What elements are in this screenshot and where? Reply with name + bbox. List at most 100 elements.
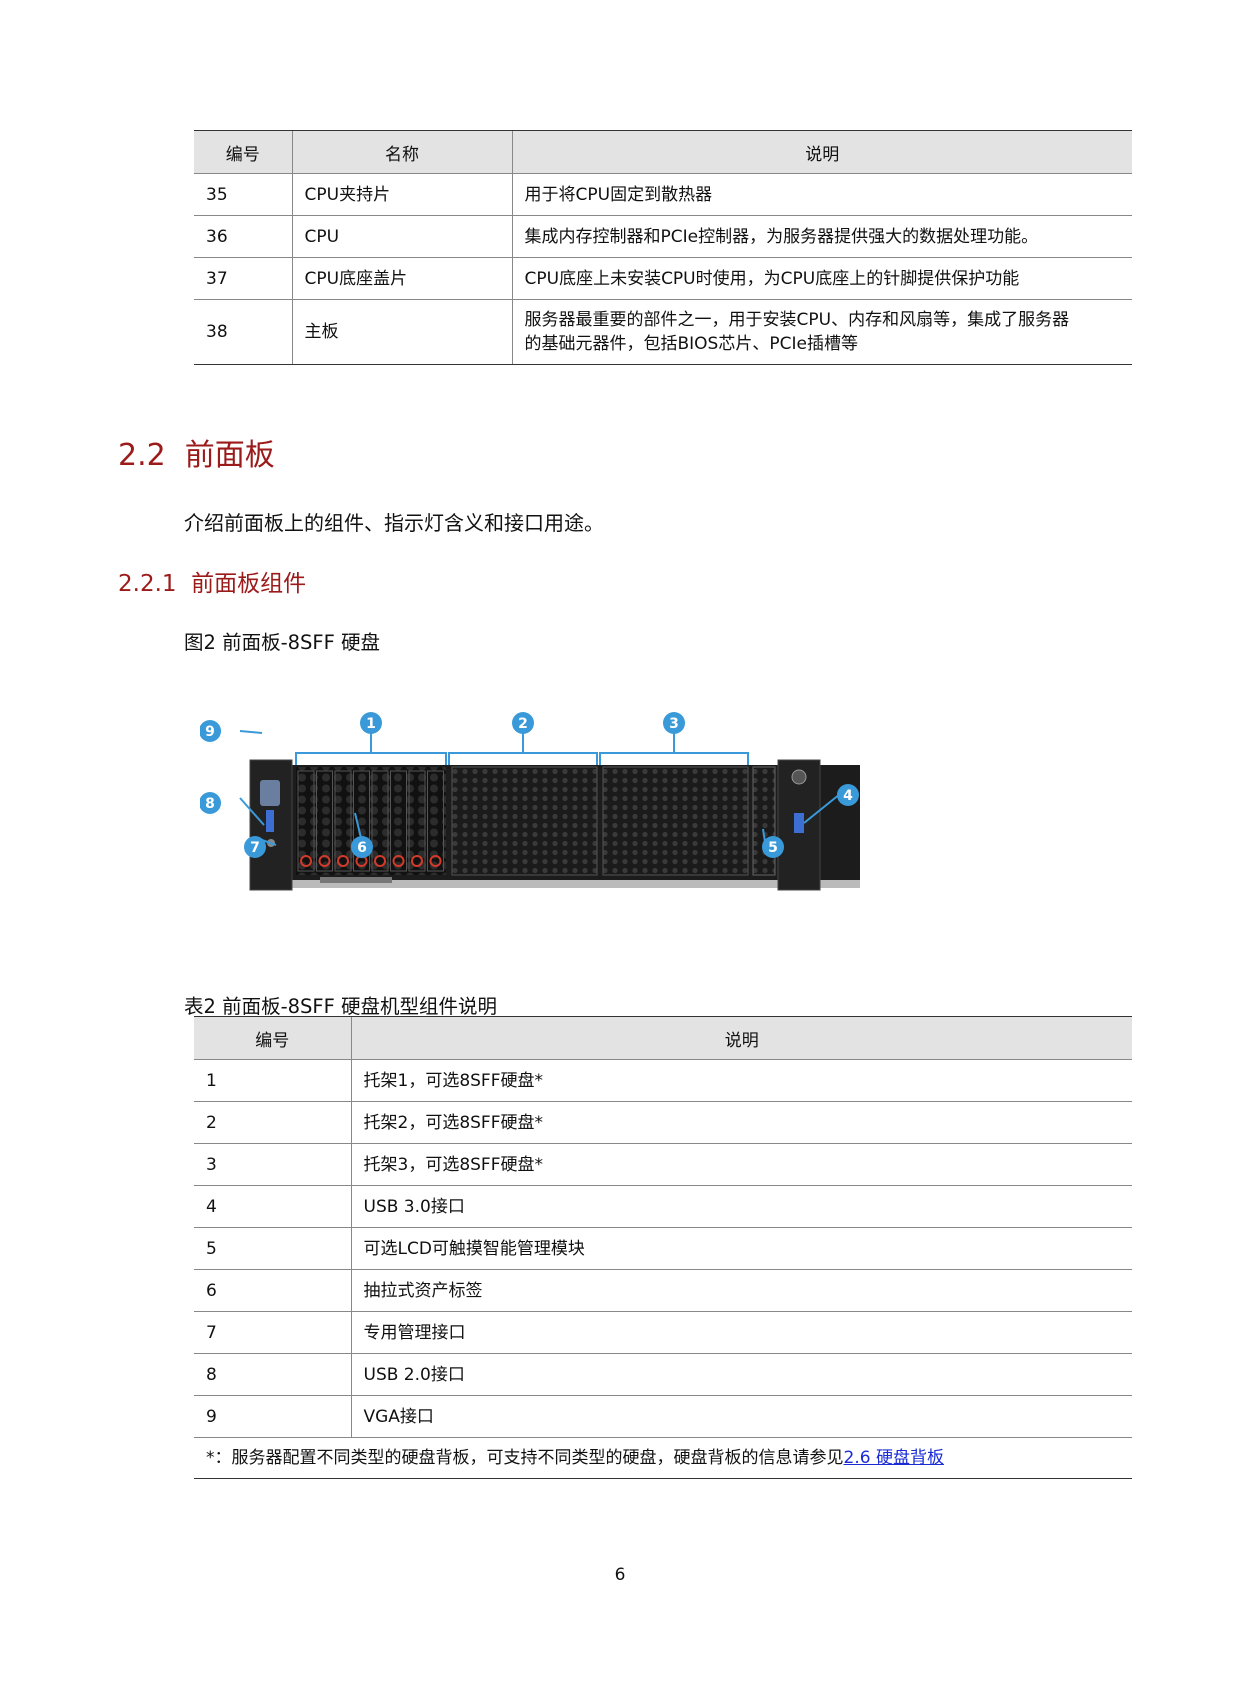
section-title: 前面板 (184, 438, 275, 473)
cell-number: 9 (194, 1395, 351, 1438)
cell-number: 1 (194, 1059, 351, 1102)
cell-name: 主板 (291, 299, 512, 365)
cell-number: 38 (194, 299, 292, 365)
callout-3: 3 (663, 712, 685, 734)
cell-number: 3 (194, 1143, 351, 1186)
svg-text:2: 2 (518, 716, 528, 732)
drive-bay-1 (296, 767, 446, 875)
cell-description: 抽拉式资产标签 (350, 1269, 1132, 1312)
cell-number: 6 (194, 1269, 351, 1312)
drive-slot (334, 770, 352, 872)
callout-markers: 1 2 3 4 5 6 7 8 9 (200, 712, 859, 858)
subsection-title: 前面板组件 (191, 571, 307, 597)
cell-description: 服务器最重要的部件之一，用于安装CPU、内存和风扇等，集成了服务器 的基础元器件… (511, 299, 1132, 365)
svg-text:4: 4 (843, 788, 853, 804)
cell-description: 托架3，可选8SFF硬盘* (350, 1143, 1132, 1186)
cell-description: 托架1，可选8SFF硬盘* (350, 1059, 1132, 1102)
svg-text:3: 3 (669, 716, 679, 732)
drive-slot (371, 770, 389, 872)
asset-tag (320, 877, 392, 883)
drive-slot (408, 770, 426, 872)
svg-text:5: 5 (768, 840, 778, 856)
chassis-bottom-edge (270, 880, 860, 888)
svg-text:9: 9 (205, 724, 215, 740)
svg-text:8: 8 (205, 796, 215, 812)
lcd-module (752, 766, 776, 876)
cell-number: 4 (194, 1185, 351, 1228)
front-panel-figure: 1 2 3 4 5 6 7 8 9 (200, 712, 860, 891)
cell-description: VGA接口 (350, 1395, 1132, 1438)
backplane-section-link[interactable]: 2.6 硬盘背板 (843, 1448, 944, 1468)
callout-1: 1 (360, 712, 382, 734)
header-number: 编号 (194, 1016, 351, 1060)
table-row: 35 CPU夹持片 用于将CPU固定到散热器 (194, 173, 1132, 216)
callout-7: 7 (244, 836, 266, 858)
cell-description: 专用管理接口 (350, 1311, 1132, 1354)
cell-number: 37 (194, 257, 292, 300)
drive-bay-2 (451, 766, 598, 876)
drive-latch-icon (429, 855, 442, 867)
drive-slot (297, 770, 315, 872)
page-number: 6 (614, 1565, 626, 1585)
cell-number: 7 (194, 1311, 351, 1354)
callout-2: 2 (512, 712, 534, 734)
drive-slot (316, 770, 333, 872)
description-line: 的基础元器件，包括BIOS芯片、PCIe插槽等 (524, 334, 858, 354)
subsection-number: 2.2.1 (118, 571, 177, 597)
table-row: 36 CPU 集成内存控制器和PCIe控制器，为服务器提供强大的数据处理功能。 (194, 215, 1132, 258)
cell-number: 36 (194, 215, 292, 258)
section-intro: 介绍前面板上的组件、指示灯含义和接口用途。 (184, 511, 604, 535)
cell-name: CPU夹持片 (291, 173, 512, 216)
svg-text:1: 1 (366, 716, 376, 732)
cell-description: 托架2，可选8SFF硬盘* (350, 1101, 1132, 1144)
svg-text:7: 7 (250, 840, 260, 856)
callout-4: 4 (837, 784, 859, 806)
section-heading: 2.2 前面板 (118, 430, 275, 474)
cell-description: 可选LCD可触摸智能管理模块 (350, 1227, 1132, 1270)
section-number: 2.2 (118, 438, 166, 473)
subsection-heading: 2.2.1 前面板组件 (118, 564, 306, 598)
drive-slot (390, 770, 407, 872)
cell-number: 8 (194, 1353, 351, 1396)
figure-caption: 图2 前面板-8SFF 硬盘 (184, 631, 381, 654)
cell-number: 2 (194, 1101, 351, 1144)
footnote-text: *：服务器配置不同类型的硬盘背板，可支持不同类型的硬盘，硬盘背板的信息请参见 (206, 1448, 844, 1468)
drive-latch-icon (300, 855, 312, 867)
cell-name: CPU (291, 215, 512, 258)
component-table-continued: 编号 名称 说明 35 CPU夹持片 用于将CPU固定到散热器 36 CPU 集… (194, 130, 1132, 365)
drive-latch-icon (392, 855, 405, 867)
table-caption: 表2 前面板-8SFF 硬盘机型组件说明 (184, 995, 498, 1018)
cell-description: USB 3.0接口 (350, 1185, 1132, 1228)
callout-9: 9 (200, 720, 221, 742)
drive-latch-icon (374, 855, 386, 867)
header-description: 说明 (511, 130, 1132, 174)
callout-6: 6 (351, 836, 373, 858)
description-line: 服务器最重要的部件之一，用于安装CPU、内存和风扇等，集成了服务器 (524, 310, 1070, 330)
cell-description: CPU底座上未安装CPU时使用，为CPU底座上的针脚提供保护功能 (511, 257, 1132, 300)
header-description: 说明 (350, 1016, 1132, 1060)
drive-bay-3 (602, 766, 749, 876)
usb3-port (794, 813, 804, 833)
header-number: 编号 (194, 130, 292, 174)
power-button-icon (791, 769, 807, 785)
svg-text:6: 6 (357, 840, 367, 856)
callout-5: 5 (762, 836, 784, 858)
table-row: 38 主板 服务器最重要的部件之一，用于安装CPU、内存和风扇等，集成了服务器 … (194, 299, 1132, 365)
callout-8: 8 (200, 792, 221, 814)
bay-brackets (239, 730, 846, 846)
table-footnote: *：服务器配置不同类型的硬盘背板，可支持不同类型的硬盘，硬盘背板的信息请参见2.… (194, 1437, 1132, 1479)
cell-number: 35 (194, 173, 292, 216)
cell-description: USB 2.0接口 (350, 1353, 1132, 1396)
usb2-port (266, 810, 274, 832)
cell-number: 5 (194, 1227, 351, 1270)
